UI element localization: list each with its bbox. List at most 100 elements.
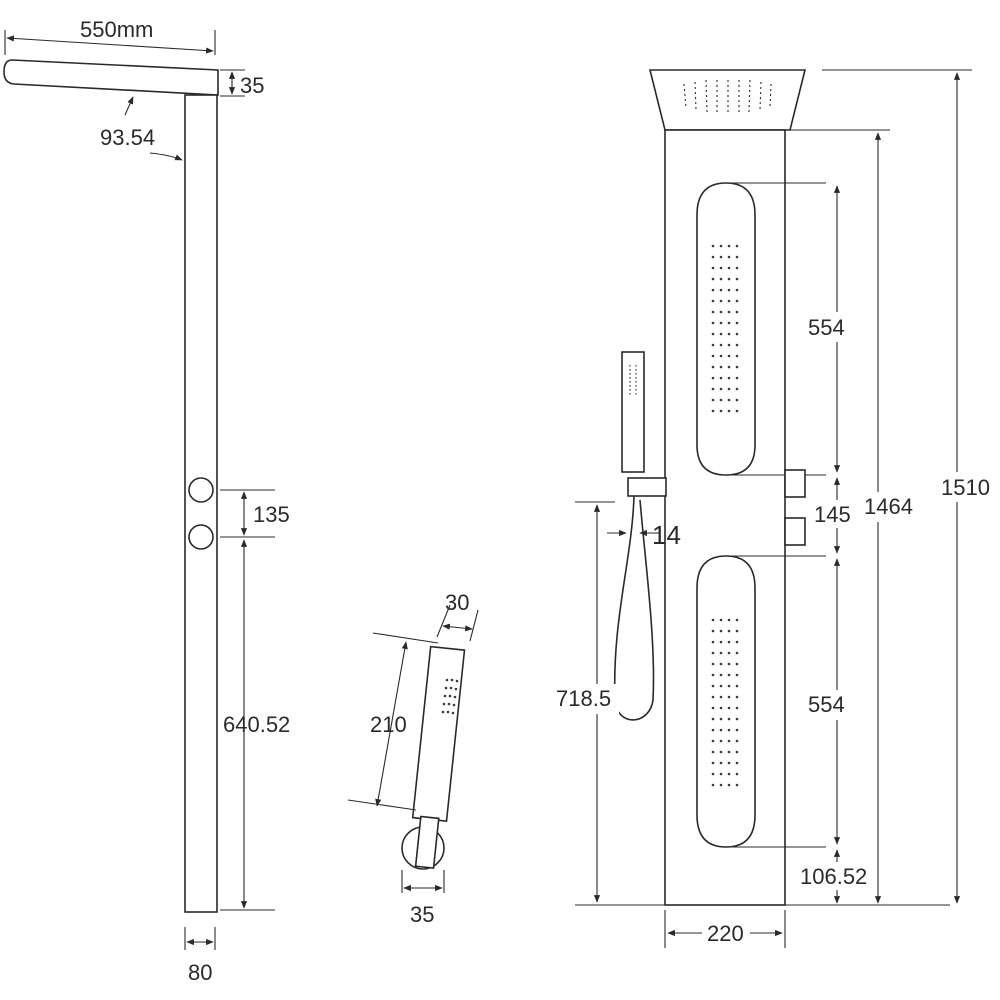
jet-nozzle-dot [727, 629, 731, 633]
jet-nozzle-dot [711, 706, 715, 710]
jet-nozzle-dot [735, 376, 739, 380]
jet-nozzle-dot [735, 728, 739, 732]
jet-nozzle-dot [711, 266, 715, 270]
jet-nozzle-dot [727, 244, 731, 248]
jet-nozzle-dot [727, 409, 731, 413]
jet-nozzle-dot [735, 772, 739, 776]
jet-nozzle-dot [711, 673, 715, 677]
jet-nozzle-dot [727, 739, 731, 743]
jet-nozzle-dot [735, 662, 739, 666]
jet-nozzle-dot [711, 244, 715, 248]
dim-handshower-width: 30 [445, 590, 469, 615]
jet-nozzle-dot [727, 288, 731, 292]
jet-nozzle-dot [719, 321, 723, 325]
jet-nozzle-dot [735, 750, 739, 754]
jet-nozzle-dot [711, 772, 715, 776]
rain-arm [3, 59, 219, 96]
jet-nozzle-dot [719, 673, 723, 677]
hand-shower-body [411, 645, 466, 823]
dim-arm-length: 550mm [80, 17, 153, 42]
jet-nozzle-dot [711, 761, 715, 765]
side-column [184, 94, 218, 913]
dim-bottom-margin: 106.52 [800, 864, 867, 889]
jet-nozzle-dot [735, 321, 739, 325]
dim-arm-angle: 93.54 [100, 125, 155, 150]
jet-nozzle-dot [719, 310, 723, 314]
jet-nozzle-dot [727, 310, 731, 314]
jet-nozzle-dot [735, 783, 739, 787]
rain-head-nozzles [683, 79, 772, 113]
jet-nozzle-dot [727, 662, 731, 666]
jet-nozzle-dot [719, 266, 723, 270]
dim-holder-height: 718.5 [556, 686, 611, 711]
jet-nozzle-dot [711, 255, 715, 259]
jet-nozzle-dot [711, 277, 715, 281]
jet-nozzle-dot [719, 288, 723, 292]
jet-nozzle-dot [727, 728, 731, 732]
jet-nozzle-dot [735, 640, 739, 644]
jet-nozzle-dot [719, 772, 723, 776]
jet-nozzle-dot [711, 288, 715, 292]
jet-nozzle-dot [735, 706, 739, 710]
jet-nozzle-dot [735, 398, 739, 402]
upper-control-icon [784, 469, 806, 498]
jet-nozzle-dot [727, 772, 731, 776]
hand-shower-detail: 30 210 35 [347, 590, 479, 927]
jet-nozzle-dot [727, 343, 731, 347]
jet-nozzle-dot [719, 409, 723, 413]
jet-nozzle-dot [711, 387, 715, 391]
jet-nozzle-dot [711, 343, 715, 347]
jet-nozzle-dot [735, 332, 739, 336]
hand-shower-nozzles [441, 678, 459, 715]
dim-holder-width: 35 [410, 902, 434, 927]
jet-nozzle-dot [719, 376, 723, 380]
jet-nozzle-dot [727, 321, 731, 325]
jet-nozzle-dot [727, 750, 731, 754]
jet-nozzle-dot [719, 750, 723, 754]
dim-column-width: 80 [188, 960, 212, 985]
front-hand-shower-nozzles [629, 365, 637, 395]
jet-nozzle-dot [719, 783, 723, 787]
jet-nozzle-dot [735, 343, 739, 347]
jet-nozzle-dot [735, 761, 739, 765]
jet-nozzle-dot [711, 651, 715, 655]
jet-nozzle-dot [711, 321, 715, 325]
shower-hose [613, 495, 655, 721]
jet-nozzle-dot [735, 409, 739, 413]
jet-nozzle-dot [719, 365, 723, 369]
jet-nozzle-dot [719, 651, 723, 655]
lower-jet-nozzles [711, 618, 739, 787]
jet-nozzle-dot [735, 365, 739, 369]
jet-nozzle-dot [711, 662, 715, 666]
jet-nozzle-dot [727, 706, 731, 710]
jet-nozzle-dot [719, 387, 723, 391]
jet-nozzle-dot [719, 618, 723, 622]
dim-lower-panel: 554 [808, 692, 845, 717]
dim-hose-offset: 14 [652, 520, 681, 550]
jet-nozzle-dot [711, 640, 715, 644]
jet-nozzle-dot [711, 354, 715, 358]
upper-jet-panel [696, 182, 826, 476]
front-view: 554 145 554 106.52 1464 1510 718.5 [555, 69, 996, 948]
side-view: 550mm 35 93.54 135 640.52 80 [3, 17, 290, 985]
jet-nozzle-dot [735, 310, 739, 314]
jet-nozzle-dot [719, 662, 723, 666]
dim-total-height: 1510 [941, 475, 990, 500]
jet-nozzle-dot [711, 332, 715, 336]
jet-nozzle-dot [727, 651, 731, 655]
jet-nozzle-dot [727, 717, 731, 721]
lower-control-icon [784, 517, 806, 546]
jet-nozzle-dot [719, 299, 723, 303]
dim-panel-gap: 145 [814, 502, 851, 527]
lower-knob-icon [188, 524, 214, 550]
jet-nozzle-dot [719, 629, 723, 633]
jet-nozzle-dot [727, 695, 731, 699]
jet-nozzle-dot [711, 629, 715, 633]
jet-nozzle-dot [735, 299, 739, 303]
jet-nozzle-dot [719, 706, 723, 710]
dim-panel-height: 1464 [864, 494, 913, 519]
jet-nozzle-dot [727, 640, 731, 644]
jet-nozzle-dot [735, 266, 739, 270]
jet-nozzle-dot [711, 684, 715, 688]
